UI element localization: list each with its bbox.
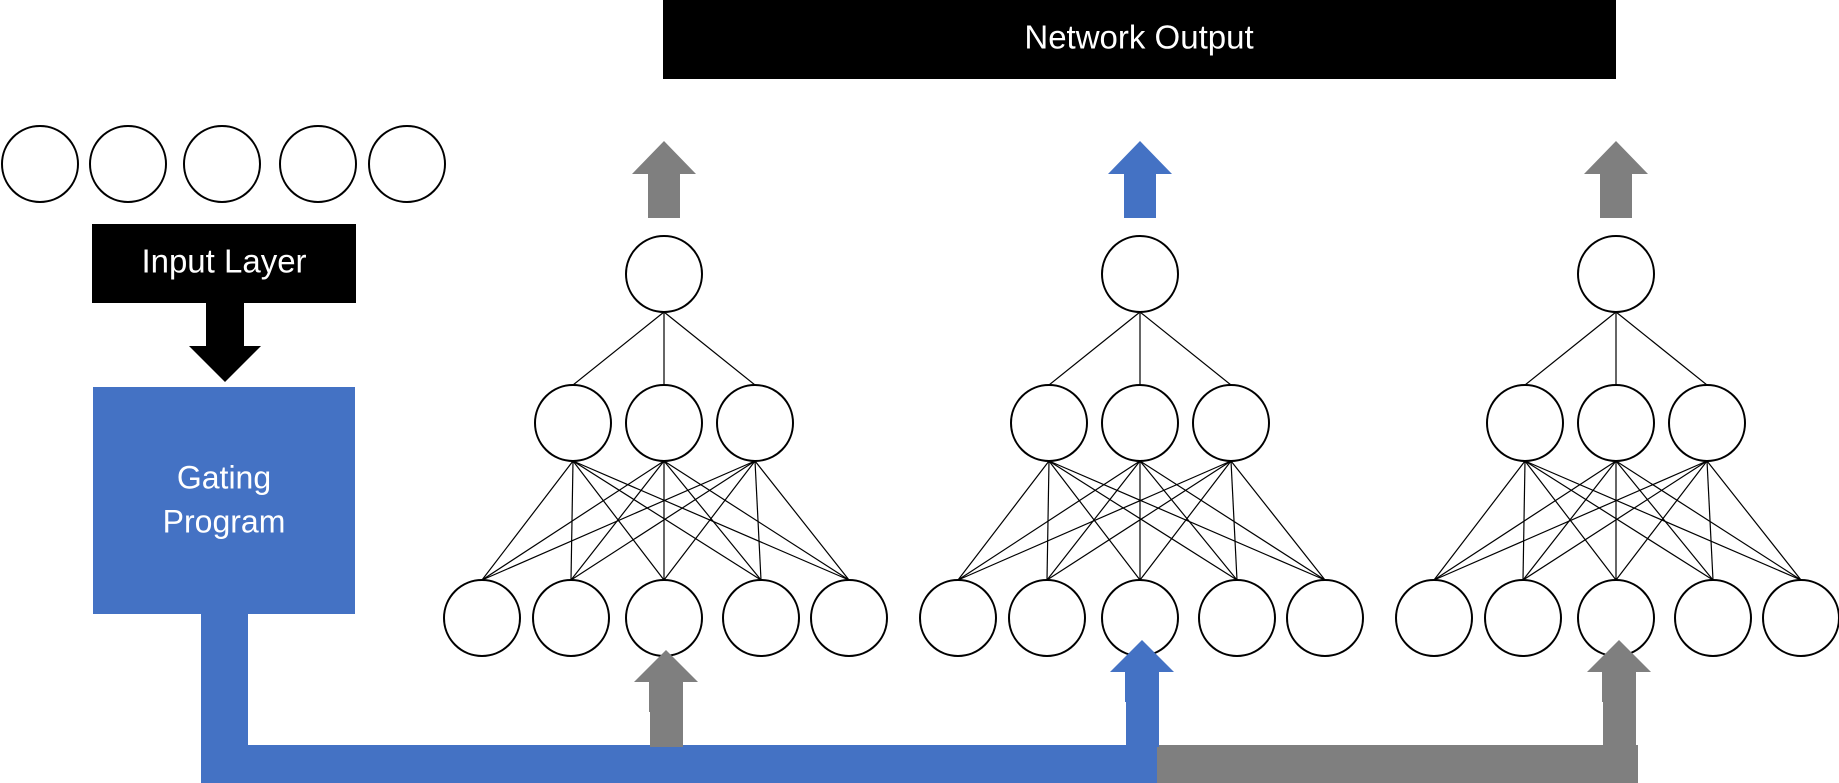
edge: [570, 460, 665, 581]
input-node: [89, 125, 167, 203]
hidden-node: [1198, 579, 1276, 657]
edge: [1524, 460, 1714, 581]
edge: [663, 311, 756, 386]
output-node: [1101, 235, 1179, 313]
edge: [1615, 311, 1708, 386]
edge: [1139, 460, 1326, 581]
input-node: [279, 125, 357, 203]
edge: [572, 460, 850, 581]
network-output-label: Network Output: [1024, 19, 1253, 56]
input-layer-box: [92, 224, 356, 303]
gating-program-box: [93, 387, 355, 614]
edge: [572, 311, 665, 386]
edge: [1230, 460, 1238, 581]
edge: [1433, 460, 1617, 581]
route-active-pipe: [201, 745, 1159, 783]
hidden-node: [1674, 579, 1752, 657]
edge: [1524, 311, 1617, 386]
edge: [1524, 460, 1802, 581]
hidden-node: [1101, 384, 1179, 462]
edge: [957, 460, 1050, 581]
expert-3-network: [1395, 141, 1839, 702]
edge: [1046, 460, 1141, 581]
gating-program-line1: Gating: [177, 459, 271, 495]
hidden-node: [1010, 384, 1088, 462]
edge: [1522, 460, 1617, 581]
edge: [754, 460, 850, 581]
input-nodes: [1, 125, 446, 203]
edge: [1522, 460, 1526, 581]
network-output-bar: [663, 0, 1616, 79]
hidden-node: [1008, 579, 1086, 657]
edge: [1706, 460, 1802, 581]
hidden-node: [1486, 384, 1564, 462]
route-expert1-stem: [650, 710, 683, 747]
hidden-node: [534, 384, 612, 462]
hidden-node: [1484, 579, 1562, 657]
hidden-node: [532, 579, 610, 657]
input-arrow-icon: [634, 650, 698, 712]
output-arrow-icon: [1108, 141, 1172, 218]
edge: [1524, 460, 1617, 581]
hidden-node: [1286, 579, 1364, 657]
edge: [1615, 460, 1802, 581]
input-to-gating-arrow: [189, 303, 261, 382]
edge: [481, 460, 574, 581]
hidden-node: [1395, 579, 1473, 657]
input-layer-label: Input Layer: [141, 243, 306, 280]
hidden-node: [919, 579, 997, 657]
edge: [1139, 311, 1232, 386]
hidden-node: [716, 384, 794, 462]
output-arrow-icon: [1584, 141, 1648, 218]
route-expert3-stem: [1603, 700, 1636, 747]
gating-program-line2: Program: [163, 503, 286, 539]
input-arrow-icon: [1587, 640, 1651, 702]
edge: [572, 460, 665, 581]
output-node: [625, 235, 703, 313]
hidden-node: [625, 579, 703, 657]
edge: [1522, 460, 1708, 581]
output-node: [1577, 235, 1655, 313]
gating-down-pipe: [201, 612, 248, 748]
edge: [754, 460, 762, 581]
edge: [1048, 460, 1326, 581]
hidden-node: [1192, 384, 1270, 462]
route-inactive-pipe: [1157, 745, 1638, 783]
edge: [481, 460, 665, 581]
hidden-node: [1668, 384, 1746, 462]
output-arrow-icon: [632, 141, 696, 218]
input-node: [1, 125, 79, 203]
edge: [1046, 460, 1050, 581]
edge: [1433, 460, 1526, 581]
edge: [572, 460, 762, 581]
edge: [570, 460, 756, 581]
edge: [570, 460, 574, 581]
input-node: [368, 125, 446, 203]
hidden-node: [1762, 579, 1839, 657]
expert-2-network: [919, 141, 1364, 702]
expert-networks: [443, 141, 1839, 712]
input-arrow-icon: [1110, 640, 1174, 702]
edge: [1706, 460, 1714, 581]
edge: [957, 460, 1141, 581]
hidden-node: [443, 579, 521, 657]
edge: [1046, 460, 1232, 581]
edge: [1048, 460, 1141, 581]
edge: [1048, 311, 1141, 386]
hidden-node: [625, 384, 703, 462]
hidden-node: [1577, 384, 1655, 462]
expert-1-network: [443, 141, 888, 712]
edge: [1230, 460, 1326, 581]
edge: [1048, 460, 1238, 581]
input-node: [183, 125, 261, 203]
hidden-node: [722, 579, 800, 657]
hidden-node: [810, 579, 888, 657]
edge: [663, 460, 850, 581]
route-expert2-stem: [1126, 700, 1159, 747]
